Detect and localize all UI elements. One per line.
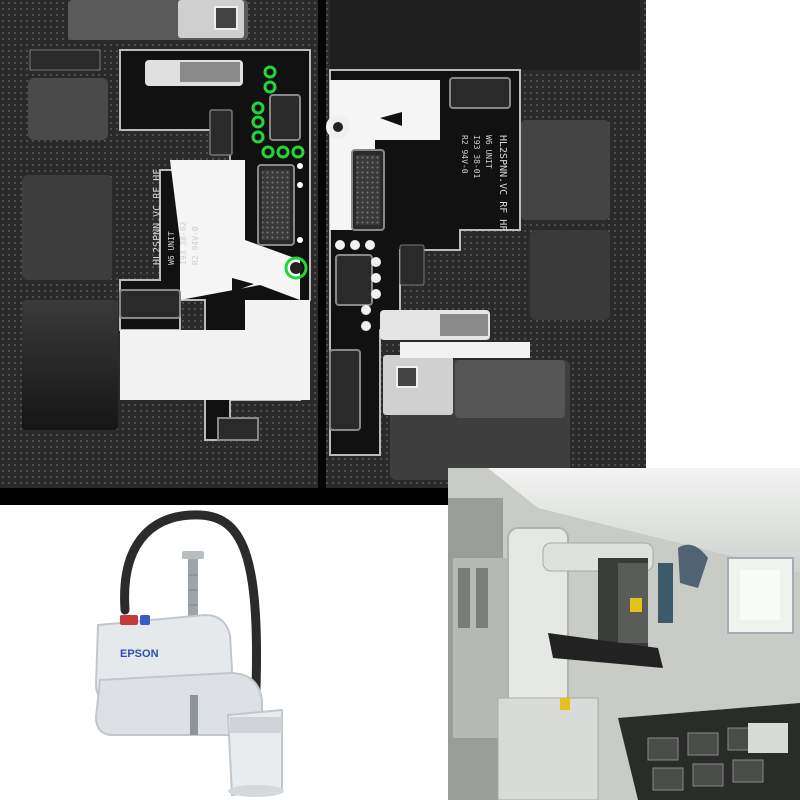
silkscreen-rating-left: R2 94V-0 [191,226,200,265]
shield-can [22,175,112,280]
robot-cable [120,510,261,720]
orientation-arrow-right [380,112,402,126]
pcb-inspection-image: HL2SPNN.VC RF HF W6 UNIT I93 38-02 R2 94… [0,0,646,505]
shield-can [28,78,108,140]
pcb-drawing: HL2SPNN.VC RF HF W6 UNIT I93 38-02 R2 94… [0,0,646,488]
orientation-arrow-left [232,278,254,292]
silkscreen-unit-left: W6 UNIT [167,231,176,265]
cell-ceiling [488,468,800,573]
board-cutout [170,160,300,300]
silkscreen-rating-right: R2 94V-0 [460,135,469,174]
highlighted-test-points [251,65,308,280]
cell-conveyor [548,633,663,668]
robot-drawing: EPSON [0,505,448,800]
robot-brand-label: EPSON [120,648,159,660]
production-cell-drawing [448,468,800,800]
production-cell-photo [448,468,800,800]
silkscreen-date-right: I93 38-01 [472,135,481,179]
silkscreen-board-id-right: HL2SPNN.VC RF HF [497,135,508,231]
silkscreen-board-id-left: HL2SPNN.VC RF HF [152,169,163,265]
silkscreen-date-left: I93 38-02 [179,221,188,265]
silkscreen-unit-right: W6 UNIT [484,135,493,169]
scara-robot-photo: EPSON [0,505,448,800]
